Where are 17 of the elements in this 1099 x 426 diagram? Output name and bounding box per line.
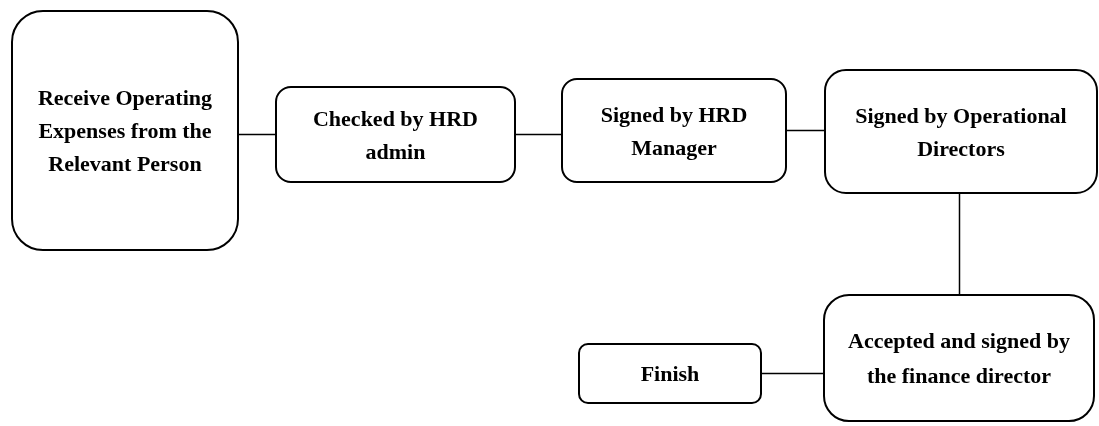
step-text: Signed by HRD Manager xyxy=(599,100,749,162)
connector-line xyxy=(761,372,824,375)
step-text: Accepted and signed by the finance director xyxy=(847,327,1071,390)
process-box xyxy=(823,294,1095,422)
process-box xyxy=(578,343,762,404)
process-box xyxy=(561,78,787,183)
step-text: Signed by Operational Directors xyxy=(854,101,1068,163)
process-box xyxy=(275,86,516,183)
process-box xyxy=(824,69,1098,194)
step-text: Checked by HRD admin xyxy=(312,104,479,166)
step-text: Receive Operating Expenses from the Relevant Person xyxy=(36,84,214,178)
connector-line xyxy=(238,133,276,136)
step-text: Finish xyxy=(640,360,700,388)
connector-line xyxy=(786,129,825,132)
process-box xyxy=(11,10,239,251)
connector-line xyxy=(515,133,562,136)
connector-line xyxy=(958,193,961,295)
